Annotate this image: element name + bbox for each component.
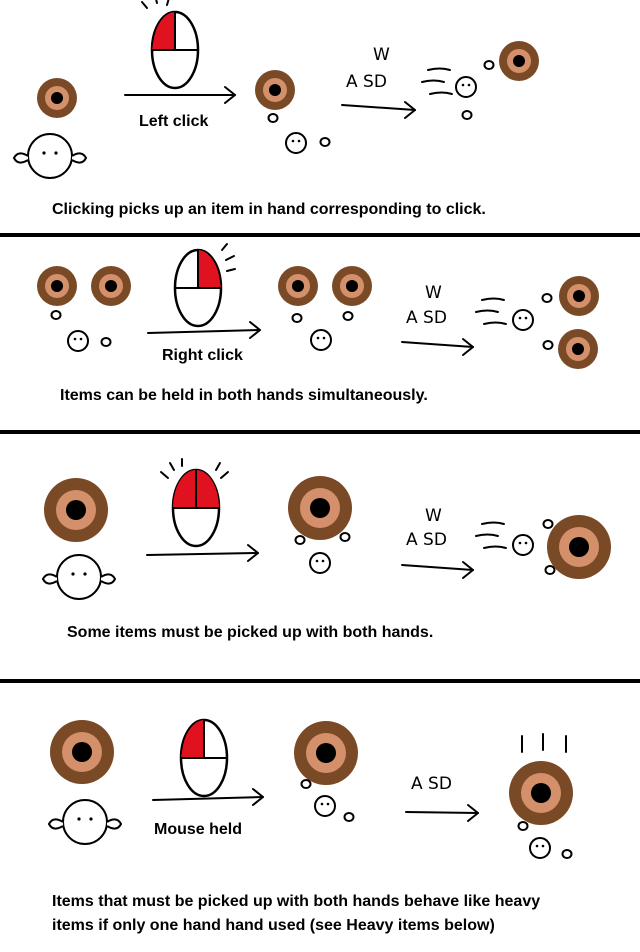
hand-icon: [342, 311, 354, 321]
motion-lines: [421, 67, 453, 95]
motion-lines: [475, 521, 507, 549]
hand-icon: [343, 812, 355, 822]
left-held-mouse-icon: [179, 718, 229, 798]
hand-icon: [541, 293, 553, 303]
character-ball: [512, 309, 534, 331]
character-head: [13, 133, 87, 179]
caption-line-1: Items that must be picked up with both h…: [52, 893, 540, 910]
action-label: Left click: [139, 113, 208, 130]
right-click-mouse-icon: [173, 243, 236, 328]
character-ball: [285, 132, 307, 154]
svg-text:W: W: [425, 283, 442, 303]
hand-icon: [100, 337, 112, 347]
hand-icon: [319, 137, 331, 147]
svg-text:A SD: A SD: [406, 308, 447, 328]
hand-icon: [542, 519, 554, 529]
character-ball: [512, 534, 534, 556]
motion-lines: [475, 297, 507, 325]
svg-text:W: W: [425, 506, 442, 526]
arrow: [147, 321, 261, 339]
character-ball: [310, 329, 332, 351]
arrow: [401, 561, 474, 579]
large-donut-item: [44, 478, 108, 542]
caption-line-2: items if only one hand hand used (see He…: [52, 917, 495, 934]
donut-item-held: [255, 70, 295, 110]
large-donut-item-carried: [547, 515, 611, 579]
hand-icon: [294, 535, 306, 545]
asd-keys: A SD: [411, 774, 452, 794]
hand-icon: [300, 779, 312, 789]
caption: Items can be held in both hands simultan…: [60, 387, 428, 404]
hand-icon: [50, 310, 62, 320]
character-ball: [529, 837, 551, 859]
caption: Clicking picks up an item in hand corres…: [52, 201, 486, 218]
donut-item: [37, 266, 77, 306]
svg-text:A SD: A SD: [346, 72, 387, 92]
large-donut-item-dragged: [509, 761, 573, 825]
hand-icon: [267, 113, 279, 123]
hand-icon: [517, 821, 529, 831]
donut-item-held: [278, 266, 318, 306]
arrow: [341, 101, 416, 119]
panel-4: Mouse held A SD Items that must be picke…: [48, 718, 573, 934]
large-donut-item: [50, 720, 114, 784]
character-ball: [314, 795, 336, 817]
arrow: [401, 338, 474, 356]
divider: [0, 233, 640, 237]
donut-item-carried: [559, 276, 599, 316]
hand-icon: [291, 313, 303, 323]
large-donut-item-held: [288, 476, 352, 540]
hand-icon: [483, 60, 495, 70]
action-label: Mouse held: [154, 821, 242, 838]
donut-item-held: [332, 266, 372, 306]
wasd-keys: W A SD: [406, 283, 447, 328]
donut-item-carried: [558, 329, 598, 369]
donut-item: [91, 266, 131, 306]
hand-icon: [339, 532, 351, 542]
donut-item: [37, 78, 77, 118]
divider: [0, 679, 640, 683]
arrow: [405, 804, 479, 822]
hand-icon: [544, 565, 556, 575]
action-label: Right click: [162, 347, 243, 364]
hand-icon: [561, 849, 573, 859]
character-ball: [67, 330, 89, 352]
panel-2: Right click W A SD Items can be held in …: [37, 243, 599, 404]
arrow: [152, 788, 264, 806]
hand-icon: [461, 110, 473, 120]
svg-text:A SD: A SD: [406, 530, 447, 550]
donut-item-carried: [499, 41, 539, 81]
character-ball: [309, 552, 331, 574]
character-head: [48, 799, 122, 845]
left-click-mouse-icon: [141, 0, 200, 90]
svg-text:W: W: [373, 45, 390, 65]
panel-1: Left click W A SD Clicking picks up an i…: [13, 0, 539, 218]
svg-text:A SD: A SD: [411, 774, 452, 794]
hand-icon: [542, 340, 554, 350]
character-head: [42, 554, 116, 600]
both-click-mouse-icon: [160, 458, 229, 548]
wasd-keys: W A SD: [406, 506, 447, 550]
character-ball: [455, 76, 477, 98]
strain-lines: [521, 733, 567, 753]
large-donut-item-held: [294, 721, 358, 785]
arrow: [146, 544, 259, 562]
divider: [0, 430, 640, 434]
arrow: [124, 86, 236, 104]
wasd-keys: W A SD: [346, 45, 390, 92]
panel-3: W A SD Some items must be picked up with…: [42, 458, 611, 641]
caption: Some items must be picked up with both h…: [67, 624, 433, 641]
